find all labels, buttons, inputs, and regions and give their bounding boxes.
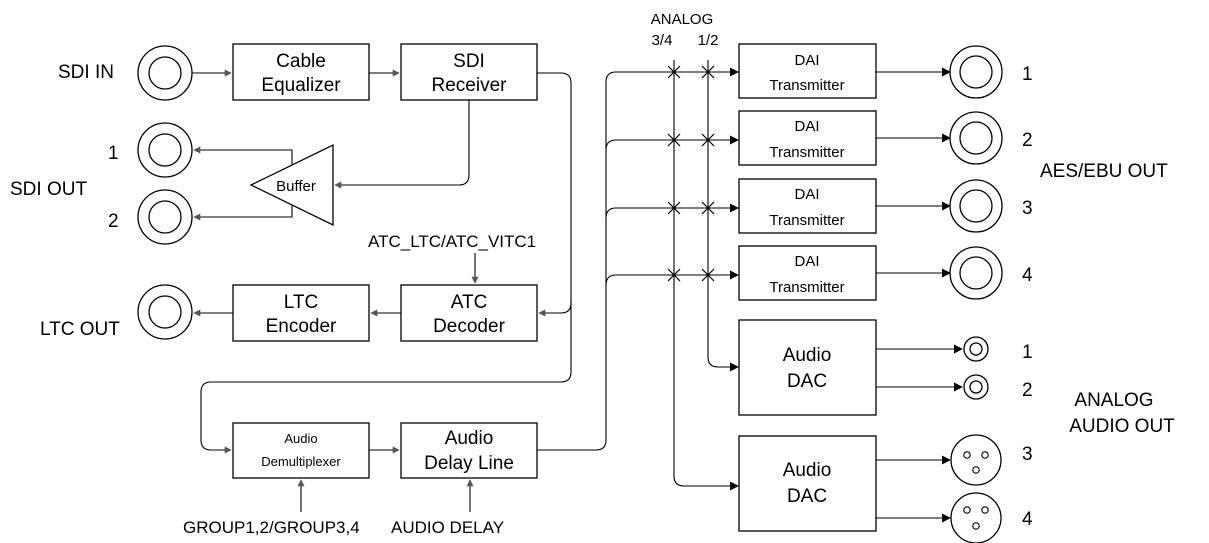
analog-audio-out-label-line2: AUDIO OUT — [1069, 416, 1175, 437]
analog-audio-out-label-line1: ANALOG — [1074, 390, 1153, 411]
aes-out-3-number: 3 — [1022, 198, 1033, 219]
dai-transmitter-2: DAI Transmitter — [738, 110, 877, 166]
aes-out-4-connector — [949, 246, 1003, 300]
svg-text:LTC: LTC — [284, 292, 318, 313]
svg-text:Encoder: Encoder — [266, 316, 337, 337]
dai-transmitter-3: DAI Transmitter — [738, 178, 877, 234]
audio-demultiplexer-block: Audio Demultiplexer — [232, 422, 370, 479]
analog-header-title: ANALOG — [651, 11, 714, 28]
analog-out-3-number: 3 — [1022, 444, 1033, 465]
svg-text:Demultiplexer: Demultiplexer — [261, 454, 341, 469]
sdi-in-label: SDI IN — [58, 62, 114, 83]
sdi-out-1-connector — [137, 122, 193, 178]
aes-ebu-out-label: AES/EBU OUT — [1040, 161, 1168, 182]
dai-transmitter-1: DAI Transmitter — [738, 43, 877, 99]
left-signal-wires — [192, 69, 666, 512]
analog-out-4-number: 4 — [1022, 509, 1033, 530]
svg-text:Audio: Audio — [445, 428, 494, 449]
atc-select-label: ATC_LTC/ATC_VITC1 — [368, 232, 536, 251]
ltc-out-connector — [137, 284, 193, 340]
group-select-label: GROUP1,2/GROUP3,4 — [183, 518, 360, 537]
sdi-out-2-connector — [137, 189, 193, 245]
aes-out-2-connector — [949, 111, 1003, 165]
analog-out-2-number: 2 — [1022, 380, 1033, 401]
svg-text:DAC: DAC — [787, 486, 827, 507]
output-wires — [876, 67, 963, 523]
analog-ch12-label: 1/2 — [698, 32, 719, 49]
analog-out-1-connector — [963, 336, 989, 362]
svg-text:Transmitter: Transmitter — [769, 77, 844, 94]
svg-text:Audio: Audio — [284, 431, 317, 446]
analog-out-4-xlr-connector — [950, 492, 1002, 543]
svg-text:ATC: ATC — [451, 292, 488, 313]
svg-text:DAI: DAI — [794, 52, 819, 69]
analog-out-2-connector — [963, 374, 989, 400]
svg-text:Buffer: Buffer — [276, 178, 316, 195]
audio-dac-1: Audio DAC — [738, 319, 877, 416]
svg-text:Transmitter: Transmitter — [769, 144, 844, 161]
aes-out-1-connector — [949, 45, 1003, 99]
aes-out-2-number: 2 — [1022, 130, 1033, 151]
svg-text:Audio: Audio — [783, 345, 832, 366]
sdi-out-label: SDI OUT — [10, 179, 87, 200]
analog-ch34-label: 3/4 — [652, 32, 673, 49]
sdi-out-2-label: 2 — [108, 211, 119, 232]
svg-text:Equalizer: Equalizer — [261, 75, 341, 96]
sdi-receiver-block: SDI Receiver — [400, 43, 538, 101]
svg-text:Delay Line: Delay Line — [424, 453, 514, 474]
sdi-in-connector — [137, 45, 193, 101]
audio-dac-2: Audio DAC — [738, 435, 877, 532]
svg-text:Transmitter: Transmitter — [769, 212, 844, 229]
aes-out-4-number: 4 — [1022, 265, 1033, 286]
sdi-out-1-label: 1 — [108, 143, 119, 164]
svg-text:Decoder: Decoder — [433, 316, 505, 337]
svg-text:Audio: Audio — [783, 460, 832, 481]
audio-delay-label: AUDIO DELAY — [391, 518, 504, 537]
ltc-encoder-block: LTC Encoder — [232, 284, 370, 342]
dai-transmitter-4: DAI Transmitter — [738, 245, 877, 301]
analog-out-1-number: 1 — [1022, 342, 1033, 363]
audio-delay-line-block: Audio Delay Line — [400, 422, 538, 479]
audio-bus-wires — [605, 60, 739, 491]
svg-text:Transmitter: Transmitter — [769, 279, 844, 296]
svg-text:DAC: DAC — [787, 371, 827, 392]
svg-text:Cable: Cable — [276, 51, 326, 72]
analog-out-3-xlr-connector — [950, 434, 1002, 486]
cable-equalizer-block: Cable Equalizer — [232, 43, 370, 101]
aes-out-1-number: 1 — [1022, 64, 1033, 85]
svg-text:DAI: DAI — [794, 253, 819, 270]
svg-text:DAI: DAI — [794, 118, 819, 135]
aes-out-3-connector — [949, 179, 1003, 233]
ltc-out-label: LTC OUT — [40, 319, 120, 340]
svg-text:SDI: SDI — [453, 51, 485, 72]
svg-text:Receiver: Receiver — [432, 75, 508, 96]
svg-text:DAI: DAI — [794, 186, 819, 203]
atc-decoder-block: ATC Decoder — [400, 284, 538, 342]
